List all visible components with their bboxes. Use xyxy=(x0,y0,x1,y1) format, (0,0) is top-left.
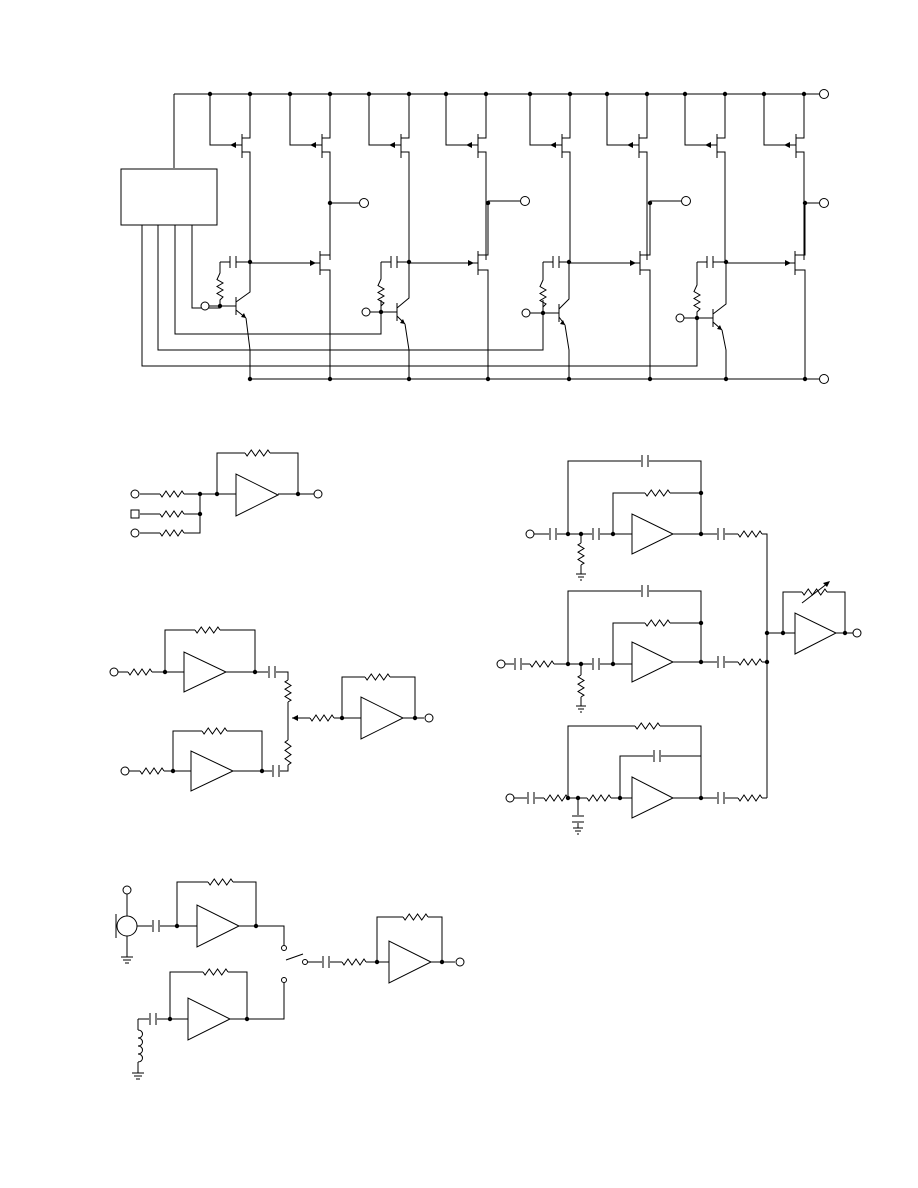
capacitor-icon xyxy=(152,920,160,932)
capacitor-icon xyxy=(641,585,649,597)
ground-terminal xyxy=(819,374,829,384)
resistor-icon xyxy=(737,530,763,538)
pickup-coil-icon xyxy=(137,1029,143,1063)
resistor-icon xyxy=(586,794,612,802)
output-terminal xyxy=(819,198,829,208)
variable-resistor-arrow xyxy=(801,582,829,604)
resistor-icon xyxy=(737,794,763,802)
upper-transistor xyxy=(443,91,489,260)
resistor-icon xyxy=(644,489,671,497)
capacitor-icon xyxy=(549,528,557,540)
op-amp-pickup xyxy=(187,997,232,1041)
resistor-icon xyxy=(127,668,153,676)
capacitor-icon xyxy=(592,658,600,670)
capacitor-icon xyxy=(149,1013,157,1025)
op-amp-lower xyxy=(190,750,235,792)
input-terminal-3 xyxy=(130,528,140,538)
tap-terminal-3 xyxy=(681,196,691,206)
capacitor-icon xyxy=(268,666,276,678)
resistor-icon xyxy=(284,739,292,766)
lower-stage xyxy=(675,200,808,382)
resistor-icon xyxy=(543,794,569,802)
op-amp-channel-2 xyxy=(631,641,675,683)
transistor-array-circuit xyxy=(120,89,829,384)
tap-terminal-1 xyxy=(359,198,369,208)
resistor-icon xyxy=(577,542,585,566)
op-amp-output xyxy=(388,940,433,984)
resistor-icon xyxy=(159,490,185,498)
resistor-icon xyxy=(693,262,701,318)
upper-transistor-row xyxy=(207,91,807,260)
resistor-icon xyxy=(644,619,671,627)
resistor-icon xyxy=(284,679,292,703)
capacitor-icon xyxy=(592,528,600,540)
lower-stage xyxy=(361,200,491,382)
op-amp-upper xyxy=(183,651,228,693)
upper-transistor xyxy=(207,91,253,260)
capacitor-icon xyxy=(717,792,725,804)
resistor-icon xyxy=(539,262,547,313)
upper-transistor xyxy=(761,91,807,260)
upper-transistor xyxy=(287,91,333,260)
three-channel-filter-mixer xyxy=(496,455,862,835)
resistor-icon xyxy=(201,727,228,735)
resistor-icon xyxy=(402,913,429,921)
capacitor-icon xyxy=(717,528,725,540)
mic-pickup-selector xyxy=(115,878,465,1080)
resistor-icon xyxy=(364,673,391,681)
resistor-icon xyxy=(194,626,221,634)
lower-stage xyxy=(200,200,333,382)
resistor-icon xyxy=(159,529,185,537)
capacitor-icon xyxy=(514,658,522,670)
capacitor-icon xyxy=(641,455,649,467)
op-amp-summing xyxy=(794,612,838,655)
upper-transistor xyxy=(527,91,573,260)
capacitor-icon xyxy=(527,792,535,804)
lower-stage xyxy=(521,200,653,382)
capacitor-icon xyxy=(322,956,330,968)
microphone-icon xyxy=(116,915,138,937)
lower-transistor-row xyxy=(200,200,808,382)
resistor-icon xyxy=(529,660,555,668)
resistor-icon xyxy=(202,968,229,976)
resistor-icon xyxy=(634,722,661,730)
input-terminal-2 xyxy=(130,509,140,519)
tap-terminal-2 xyxy=(520,196,530,206)
resistor-icon xyxy=(207,878,234,886)
resistor-icon xyxy=(377,262,385,312)
capacitor-icon xyxy=(572,815,584,823)
resistor-icon xyxy=(801,588,828,596)
summing-amplifier xyxy=(130,449,323,538)
supply-terminal xyxy=(819,89,829,99)
upper-transistor xyxy=(366,91,412,260)
upper-transistor xyxy=(682,91,728,260)
capacitor-icon xyxy=(272,765,280,777)
op-amp xyxy=(235,473,280,517)
op-amp-channel-1 xyxy=(631,513,675,555)
control-block xyxy=(120,168,218,226)
resistor-icon xyxy=(341,958,367,966)
op-amp-output xyxy=(360,696,405,740)
resistor-icon xyxy=(139,767,165,775)
output-terminal xyxy=(313,489,323,499)
resistor-icon xyxy=(577,674,585,698)
resistor-icon xyxy=(159,510,185,518)
op-amp-channel-3 xyxy=(631,776,675,819)
resistor-icon xyxy=(216,262,224,306)
op-amp-mic xyxy=(196,904,241,948)
selector-switch[interactable] xyxy=(285,953,304,961)
resistor-icon xyxy=(244,449,271,457)
capacitor-icon xyxy=(717,656,725,668)
resistor-icon xyxy=(737,658,763,666)
two-input-mixer xyxy=(109,626,434,792)
upper-transistor xyxy=(604,91,650,260)
resistor-icon xyxy=(309,714,335,722)
capacitor-icon xyxy=(653,750,661,762)
input-terminal-1 xyxy=(130,489,140,499)
